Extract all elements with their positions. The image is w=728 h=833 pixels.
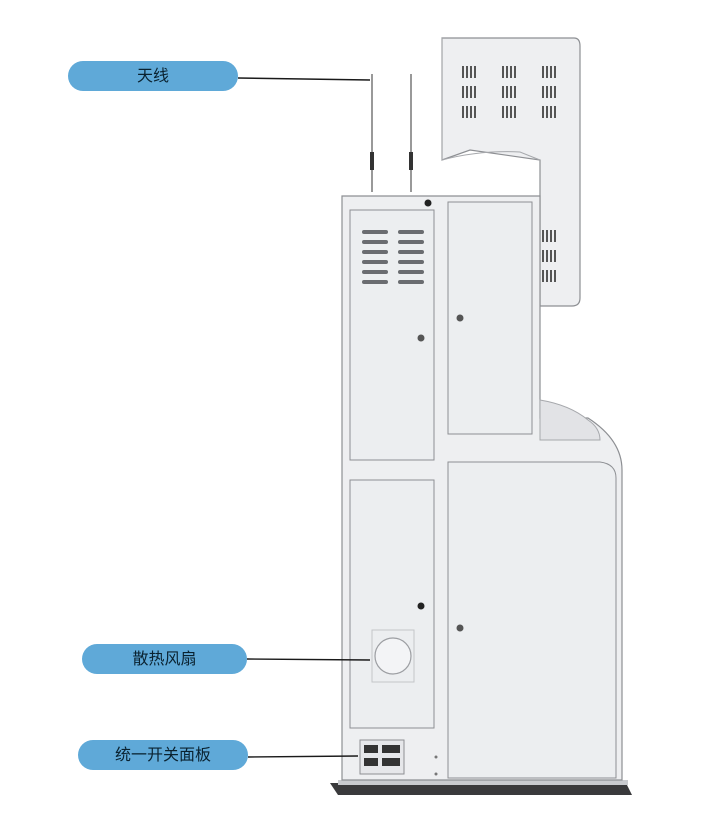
lower-left-door xyxy=(349,479,435,729)
upper-right-door xyxy=(447,201,533,435)
callout-cooling-fan: 散热风扇 xyxy=(82,644,247,674)
callout-power-panel: 统一开关面板 xyxy=(78,740,248,770)
leader-lines xyxy=(237,77,371,758)
power-switch-panel xyxy=(359,739,438,776)
callout-antenna: 天线 xyxy=(68,61,238,91)
upper-left-door xyxy=(349,209,435,461)
door-lock-icon xyxy=(417,334,425,342)
cooling-fan-icon xyxy=(371,629,415,683)
door-vent-louvers xyxy=(362,230,424,284)
base-plate xyxy=(330,780,632,795)
monitor-vent-grilles xyxy=(462,66,556,282)
lower-right-door xyxy=(447,461,617,779)
antennas xyxy=(370,74,413,192)
monitor-back xyxy=(441,37,581,307)
